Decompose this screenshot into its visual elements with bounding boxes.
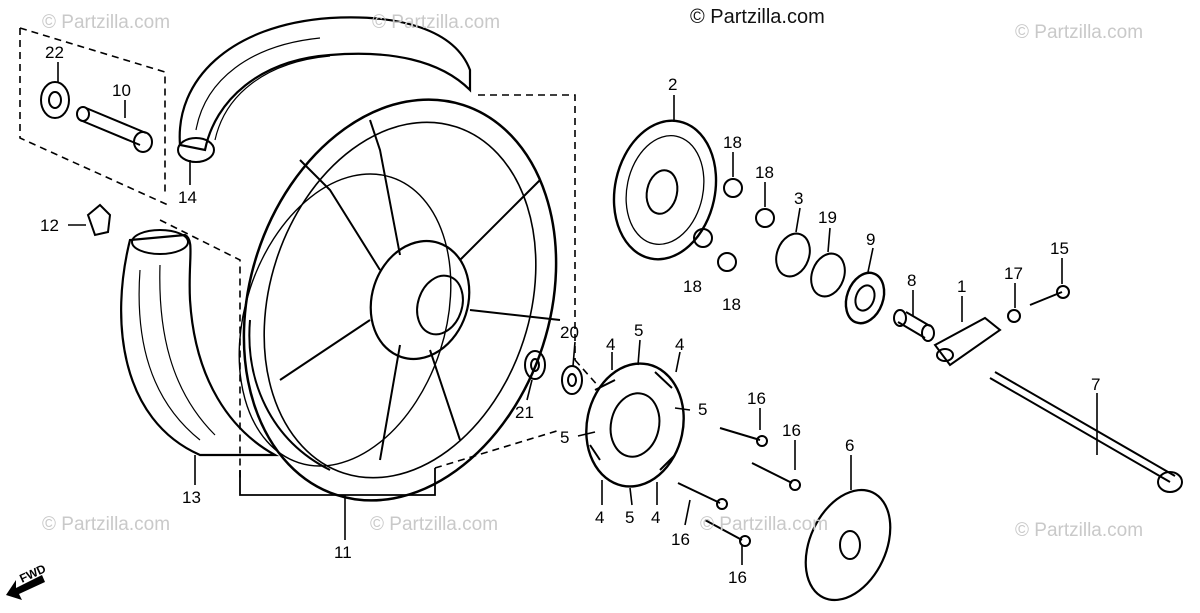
adjuster-1 [933,316,1002,367]
inner-tube-upper [177,16,472,163]
callout-18b: 18 [755,163,774,182]
callout-18c: 18 [683,277,702,296]
callout-19: 19 [818,208,837,227]
tire [120,229,280,457]
callout-5d: 5 [625,508,634,527]
callout-4a: 4 [606,335,615,354]
callout-5c: 5 [560,428,569,447]
callout-18d: 18 [722,295,741,314]
callout-21: 21 [515,403,534,422]
callout-4c: 4 [595,508,604,527]
callout-18a: 18 [723,133,742,152]
watermark: © Partzilla.com [42,12,171,33]
collar-8 [893,309,935,342]
damper-hub [585,362,685,488]
collar-20 [561,365,583,395]
callout-16d: 16 [728,568,747,587]
axle-7 [989,371,1183,493]
callout-10: 10 [112,81,131,100]
callout-15: 15 [1050,239,1069,258]
leader-lines [57,62,1098,565]
collar-10 [76,106,153,153]
copyright-label: © Partzilla.com [690,6,825,28]
callout-4b: 4 [675,335,684,354]
callout-1: 1 [957,277,966,296]
callout-17: 17 [1004,264,1023,283]
sprocket-2 [612,119,718,261]
plate-6 [804,488,892,602]
callout-5a: 5 [634,321,643,340]
watermark: © Partzilla.com [1015,520,1144,541]
callout-8: 8 [907,271,916,290]
callout-14: 14 [178,188,197,207]
callouts: 22 10 14 12 13 11 2 18 18 18 18 3 19 9 1… [40,43,1100,587]
callout-20: 20 [560,323,579,342]
callout-16b: 16 [782,421,801,440]
callout-5b: 5 [698,400,707,419]
bolt-15 [1007,285,1070,323]
callout-11: 11 [334,543,352,562]
callout-9: 9 [866,230,875,249]
callout-22: 22 [45,43,64,62]
watermark: © Partzilla.com [700,514,829,535]
callout-16a: 16 [747,389,766,408]
cast-wheel [238,98,561,502]
callout-6: 6 [845,436,854,455]
watermark: © Partzilla.com [1015,22,1144,43]
callout-12: 12 [40,216,59,235]
valve-12 [86,203,112,237]
forward-arrow-icon [6,575,45,600]
callout-13: 13 [182,488,201,507]
callout-2: 2 [668,75,677,94]
nuts-18 [693,178,775,272]
callout-16c: 16 [671,530,690,549]
watermark: © Partzilla.com [370,514,499,535]
studs-16 [677,427,801,547]
bearing-22 [40,81,70,119]
watermark: © Partzilla.com [42,514,171,535]
watermark: © Partzilla.com [372,12,501,33]
callout-7: 7 [1091,375,1100,394]
callout-3: 3 [794,189,803,208]
callout-4d: 4 [651,508,660,527]
bearing-21 [524,350,546,380]
seal-9 [844,271,886,325]
group-lines [19,27,601,480]
circlips [775,232,846,298]
